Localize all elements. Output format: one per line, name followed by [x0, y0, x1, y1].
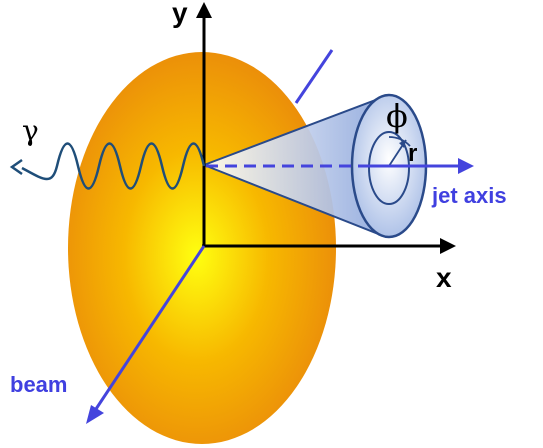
x-axis-label: x [436, 262, 452, 293]
cone-inner-ring [368, 131, 410, 205]
gamma-label: γ [22, 114, 39, 147]
jet-arrow-icon [458, 158, 474, 174]
cone-edge-top [203, 95, 387, 166]
jet-cone [204, 96, 386, 237]
photon-wave-icon [21, 142, 206, 190]
beam-axis-lower [92, 245, 206, 413]
beam-label: beam [10, 372, 67, 397]
r-label: r [408, 140, 417, 167]
phi-arc [388, 136, 411, 147]
beam-axis-upper [294, 49, 334, 104]
photon-arrowhead-icon [9, 158, 23, 176]
cone-edge-bottom [203, 164, 387, 238]
x-arrow-icon [440, 238, 456, 254]
phi-label: ϕ [386, 97, 408, 135]
beam-arrow-icon [86, 405, 104, 424]
y-arrow-icon [196, 2, 212, 18]
y-axis-label: y [172, 0, 188, 28]
jet-axis-label: jet axis [431, 183, 507, 208]
